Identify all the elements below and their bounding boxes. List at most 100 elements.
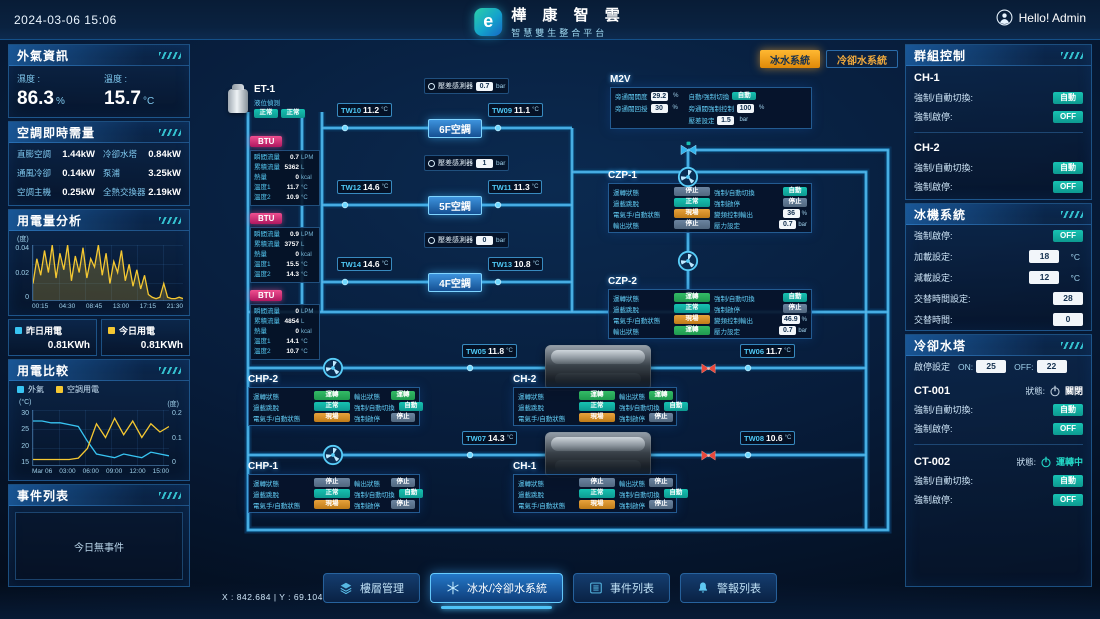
tab-alarm-list[interactable]: 警報列表: [680, 573, 778, 603]
btu-row-value: 0.9: [289, 231, 299, 238]
force-chip[interactable]: OFF: [1053, 110, 1083, 123]
legend-outdoor-icon: [17, 386, 24, 393]
force-chip[interactable]: 停止: [783, 304, 807, 313]
pressure-set-value[interactable]: 0.7: [779, 326, 797, 335]
btu-row-label: 熱量: [254, 328, 267, 335]
alternate-set-input[interactable]: 28: [1053, 292, 1083, 305]
y-tick: 25: [21, 426, 29, 434]
tab-label: 警報列表: [717, 583, 762, 595]
force-chip[interactable]: 停止: [649, 500, 673, 509]
auto-switch-chip[interactable]: 自動: [398, 489, 423, 498]
power-icon: [1049, 385, 1061, 397]
btu-row-label: 熱量: [254, 174, 267, 181]
m2v-fb-unit: %: [672, 105, 678, 111]
auto-switch-chip[interactable]: 自動: [1053, 91, 1083, 104]
cooling-water-system-toggle[interactable]: 冷卻水系統: [826, 50, 898, 68]
auto-switch-label: 強制/自動切換:: [914, 93, 974, 103]
off-label: OFF:: [1014, 361, 1034, 372]
pump-icon-czp2: [677, 250, 699, 272]
demand-value: 0.25kW: [62, 187, 95, 198]
force-chip[interactable]: OFF: [1053, 180, 1083, 193]
demand-label: 冷卻水塔: [103, 149, 138, 159]
expansion-tank-icon: [228, 84, 248, 113]
outdoor-title: 外氣資訊: [9, 45, 189, 66]
x-tick: Mar 06: [32, 468, 53, 475]
auto-switch-chip[interactable]: 自動: [783, 293, 807, 302]
auto-switch-label: 強制/自動切換:: [914, 476, 974, 486]
chiller-unit-ch2: [545, 345, 651, 391]
m2v-force-value[interactable]: 100: [736, 103, 754, 113]
power-analysis-title: 用電量分析: [9, 210, 189, 231]
m2v-switch-chip[interactable]: 自動: [732, 91, 757, 101]
snowflake-icon: [446, 581, 460, 595]
vfd-unit: %: [801, 210, 807, 217]
ch2-title: CH-2: [513, 374, 537, 385]
force-chip[interactable]: 停止: [649, 413, 673, 422]
today-value: 0.81KWh: [140, 340, 183, 351]
sensor-value: 10.6: [766, 433, 783, 443]
user-menu[interactable]: Hello! Admin: [996, 9, 1086, 26]
output-chip: 停止: [674, 220, 710, 229]
chilled-water-system-toggle[interactable]: 冰水系統: [760, 50, 820, 68]
btu-row-unit: °C: [301, 195, 308, 201]
unit-name: CT-001: [914, 384, 951, 397]
unload-set-input[interactable]: 12: [1029, 271, 1060, 284]
auto-switch-chip[interactable]: 自動: [663, 402, 688, 411]
y-tick: 30: [21, 410, 29, 417]
auto-switch-chip[interactable]: 自動: [783, 187, 807, 196]
m2v-dp-value[interactable]: 1.5: [717, 115, 735, 125]
force-label: 強制啟停: [619, 502, 645, 510]
sensor-id: TW12: [341, 182, 362, 192]
logo-icon: e: [474, 7, 503, 36]
ahu-4f[interactable]: 4F空調: [428, 273, 482, 292]
chiller-system-title: 冰機系統: [906, 204, 1091, 225]
auto-switch-chip[interactable]: 自動: [663, 489, 688, 498]
btu-row-unit: LPM: [301, 309, 314, 315]
auto-switch-chip[interactable]: 自動: [1053, 403, 1083, 416]
ahu-6f[interactable]: 6F空調: [428, 119, 482, 138]
humidity-label: 濕度 :: [17, 74, 41, 84]
group-control-panel: 群組控制 CH-1 強制/自動切換:自動 強制啟停:OFF CH-2 強制/自動…: [905, 44, 1092, 200]
today-bullet-icon: [108, 327, 115, 334]
sensor-id: TW09: [492, 105, 513, 115]
demand-label: 直膨空調: [17, 149, 52, 159]
force-chip[interactable]: OFF: [1053, 229, 1083, 242]
tab-floor-management[interactable]: 樓層管理: [322, 573, 420, 603]
btu-row-value: 11.7: [286, 184, 299, 191]
auto-switch-chip[interactable]: 自動: [398, 402, 423, 411]
ahu-5f[interactable]: 5F空調: [428, 196, 482, 215]
output-chip: 運轉: [674, 326, 710, 335]
on-set-input[interactable]: 25: [976, 360, 1007, 373]
tab-chilled-cooling-water-system[interactable]: 冰水/冷卻水系統: [429, 573, 564, 609]
force-chip[interactable]: 停止: [391, 500, 415, 509]
force-chip[interactable]: 停止: [391, 413, 415, 422]
load-set-input[interactable]: 18: [1029, 250, 1060, 263]
sensor-value: 11.2: [363, 105, 380, 115]
vfd-label: 變頻控制輸出: [714, 211, 753, 219]
force-label: 強制啟停: [354, 502, 380, 510]
auto-switch-chip[interactable]: 自動: [1053, 474, 1083, 487]
force-chip[interactable]: OFF: [1053, 422, 1083, 435]
auto-switch-label: 強制/自動切換: [354, 404, 395, 412]
left-axis-ticks: 30 25 20 15: [15, 410, 32, 466]
m2v-open-label: 旁通閥開度: [615, 94, 648, 101]
force-chip[interactable]: 停止: [783, 198, 807, 207]
off-set-input[interactable]: 22: [1036, 360, 1067, 373]
auto-switch-chip[interactable]: 自動: [1053, 161, 1083, 174]
power-compare-title: 用電比較: [9, 360, 189, 381]
humidity-block: 濕度 : 86.3%: [17, 72, 94, 110]
x-tick: 09:00: [105, 468, 123, 475]
tab-event-list[interactable]: 事件列表: [573, 573, 671, 603]
sensor-unit: °C: [532, 261, 540, 267]
legend: 外氣 空調用電: [9, 381, 189, 395]
output-label: 輸出狀態: [619, 393, 645, 401]
force-chip[interactable]: OFF: [1053, 493, 1083, 506]
czp2-title: CZP-2: [608, 276, 637, 287]
et1-name: ET-1: [254, 84, 276, 95]
pressure-set-value[interactable]: 0.7: [779, 220, 797, 229]
et1-status-1: 正常: [254, 109, 278, 118]
y-tick: 0: [172, 459, 176, 466]
